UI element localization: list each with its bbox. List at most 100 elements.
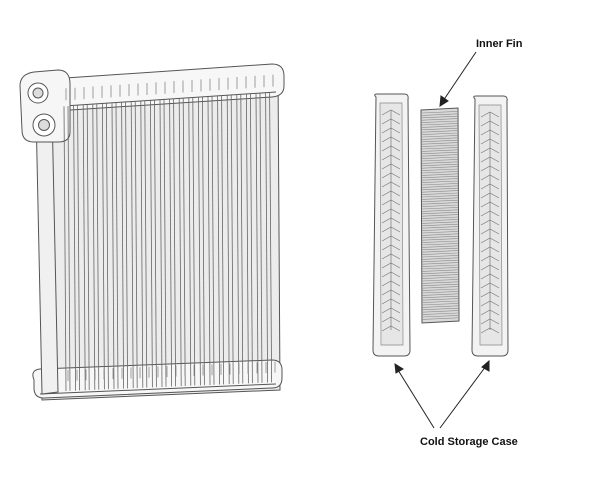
- core-tube-edge: [202, 97, 205, 386]
- fin-corrugation: [421, 142, 459, 145]
- core-tube: [82, 105, 86, 391]
- fin-corrugation: [421, 226, 459, 229]
- core-tube: [265, 92, 268, 383]
- core-tube: [73, 105, 76, 391]
- core-tube-edge: [115, 102, 119, 389]
- core-tube-edge: [67, 106, 71, 391]
- fin-corrugation: [421, 259, 459, 263]
- core-tube: [207, 96, 211, 385]
- fin-corrugation: [421, 173, 459, 176]
- cold-storage-case-left: [372, 93, 411, 357]
- case-right-chevrons: [480, 111, 500, 334]
- core-tube: [246, 94, 249, 384]
- fin-corrugation: [421, 233, 459, 236]
- core-tube-edge: [163, 99, 167, 387]
- fin-corrugation: [421, 166, 459, 169]
- fin-corrugation: [421, 288, 459, 291]
- fin-corrugation: [421, 135, 459, 138]
- core-tube-edge: [125, 102, 128, 389]
- fin-corrugation: [421, 156, 459, 159]
- core-tube: [178, 98, 182, 387]
- inner-fin-leader: [442, 51, 477, 102]
- fin-corrugation: [421, 219, 459, 222]
- core-tube: [198, 97, 201, 386]
- fin-corrugation: [421, 303, 459, 306]
- fin-corrugation: [421, 228, 459, 231]
- core-tube-edge: [192, 97, 196, 386]
- fin-corrugation: [421, 190, 459, 193]
- fin-corrugation: [421, 168, 459, 171]
- core-tube-edge: [250, 93, 253, 384]
- core-tube-edge: [106, 103, 109, 390]
- fin-corrugation: [421, 123, 459, 126]
- inner-fin-label: Inner Fin: [476, 38, 523, 50]
- fin-corrugation: [421, 312, 459, 315]
- fin-corrugation: [421, 139, 459, 143]
- fin-corrugation: [421, 276, 459, 279]
- core-tube-edge: [221, 95, 224, 385]
- cold-storage-case-right: [471, 95, 509, 357]
- core-tube: [169, 99, 172, 387]
- core-tube: [63, 106, 67, 391]
- core-tube-edge: [134, 101, 138, 388]
- core-tube-edge: [269, 92, 272, 383]
- fin-corrugation: [421, 130, 459, 133]
- fin-corrugation: [421, 216, 459, 219]
- fin-corrugation: [421, 115, 459, 119]
- fin-corrugation: [421, 137, 459, 140]
- core-tube-edge: [240, 94, 244, 384]
- fin-corrugation: [421, 195, 459, 198]
- fin-corrugation: [421, 286, 459, 289]
- fin-corrugation: [421, 315, 459, 318]
- fin-corrugation: [421, 120, 459, 123]
- fin-corrugation: [421, 132, 459, 135]
- core-tube: [188, 98, 192, 386]
- fin-corrugation: [421, 221, 459, 224]
- core-tube: [140, 101, 144, 388]
- core-tube: [102, 103, 105, 390]
- case-leader-right: [439, 365, 487, 429]
- fin-corrugation: [421, 180, 459, 183]
- core-tube-edge: [230, 95, 234, 384]
- fin-corrugation: [421, 178, 459, 181]
- fin-corrugation: [421, 118, 459, 121]
- core-tube: [226, 95, 230, 385]
- fin-corrugation: [421, 235, 459, 239]
- case-left-chevrons: [381, 109, 401, 332]
- fin-corrugation: [421, 202, 459, 205]
- fin-corrugation: [421, 207, 459, 210]
- core-tube: [236, 94, 240, 384]
- fin-corrugation: [421, 250, 459, 253]
- fin-corrugation: [421, 245, 459, 248]
- pipe-block: [19, 69, 71, 143]
- fin-corrugation: [421, 269, 459, 272]
- tank-ribs: [65, 74, 276, 381]
- core-tube: [217, 96, 220, 385]
- fin-corrugation: [421, 175, 459, 179]
- fin-corrugation: [421, 291, 459, 294]
- fin-corrugation: [421, 149, 459, 152]
- inner-fin-drawing: [420, 107, 460, 324]
- fin-corrugation: [421, 192, 459, 195]
- fin-corrugation: [421, 197, 459, 200]
- fin-corrugation: [421, 187, 459, 191]
- fin-corrugation: [421, 111, 459, 114]
- fin-corrugation: [421, 159, 459, 162]
- core-tube: [92, 104, 96, 390]
- fin-corrugation: [421, 231, 459, 234]
- fin-corrugation: [421, 199, 459, 203]
- fin-corrugation: [421, 305, 459, 308]
- fin-corrugation: [421, 279, 459, 282]
- fin-corrugation: [421, 317, 459, 320]
- core-tube-edge: [96, 104, 100, 390]
- fin-corrugation: [421, 238, 459, 241]
- fin-corrugation: [421, 310, 459, 313]
- fin-corrugation: [421, 255, 459, 258]
- fin-corrugation: [421, 252, 459, 255]
- core-tube: [130, 101, 134, 389]
- fin-corrugation: [421, 293, 459, 296]
- fin-corrugation: [421, 161, 459, 164]
- core-tube: [150, 100, 153, 388]
- core-tube: [121, 102, 124, 389]
